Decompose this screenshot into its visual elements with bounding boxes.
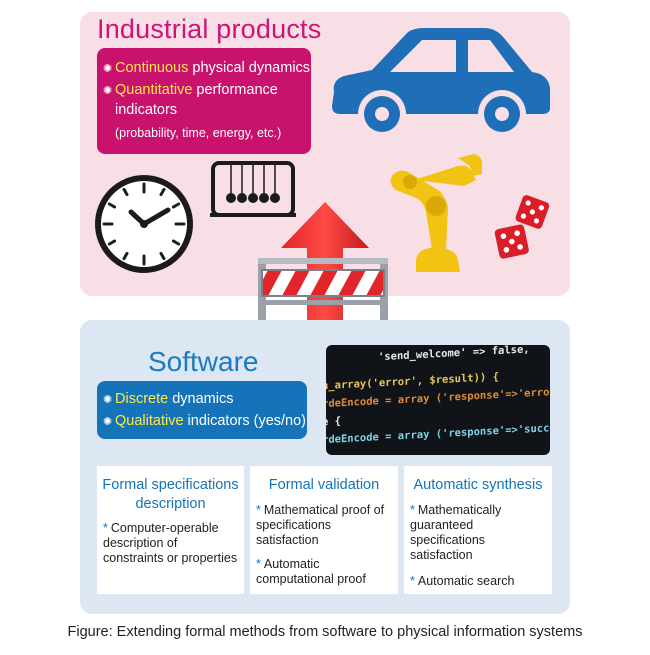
column-title: Formal specifications description [102,477,239,512]
bullet-highlight: Quantitative [115,82,193,98]
industrial-bullet-1: ✺Continuous physical dynamics [103,59,310,79]
newtons-cradle-icon [210,161,296,217]
code-line-1: 'send_welcome' => false, [378,345,530,363]
column-item: *Mathematically guaranteed specification… [410,503,548,563]
bullet-highlight: Qualitative [115,413,184,429]
asterisk-icon: * [256,503,261,517]
industrial-title: Industrial products [97,14,322,44]
code-lines: 'send_welcome' => false, n_array('error'… [326,345,550,446]
bullet-text: indicators (yes/no) [183,413,307,429]
robot-arm-icon [390,154,482,272]
column-formal-validation: Formal validation *Mathematical proof of… [250,466,398,594]
bullet-icon: ✺ [103,63,113,75]
bullet-icon: ✺ [103,394,113,406]
industrial-bullet-2-line2: indicators [115,102,178,118]
column-item-text: Automatic computational proof [256,557,366,586]
code-line-5: rdeEncode = array ('response'=>'success'… [326,420,550,446]
bullet-highlight: Continuous [115,60,189,76]
industrial-bullet-2: ✺Quantitative performance [103,81,278,101]
dice-icon [494,195,550,259]
software-bullet-2: ✺Qualitative indicators (yes/no) [103,411,306,433]
asterisk-icon: * [103,521,108,535]
asterisk-icon: * [256,557,261,571]
bullet-icon: ✺ [103,85,113,97]
bullet-text: physical dynamics [188,60,311,76]
software-properties-box: ✺Discrete dynamics ✺Qualitative indicato… [97,381,307,439]
asterisk-icon: * [410,574,415,588]
column-item: *Mathematical proof of specifications sa… [256,503,394,548]
column-item: *Automatic search [410,574,548,589]
column-item-text: Automatic search [417,574,515,588]
asterisk-icon: * [410,503,415,517]
column-title: Formal validation [268,477,380,493]
figure-caption: Figure: Extending formal methods from so… [67,624,583,640]
bullet-icon: ✺ [103,416,113,428]
column-item-text: Computer-operable description of constra… [103,521,238,565]
software-bullet-1: ✺Discrete dynamics [103,389,233,411]
bullet-highlight: Discrete [115,391,169,407]
column-item-text: Mathematically guaranteed specifications… [410,503,502,562]
code-screenshot: 'send_welcome' => false, n_array('error'… [326,345,550,455]
code-line-2: n_array('error', $result)) { [326,371,499,392]
column-item: *Computer-operable description of constr… [103,521,240,566]
bullet-text: performance [192,82,278,98]
bullet-text: dynamics [168,391,234,407]
column-item: *Automatic computational proof [256,557,394,587]
column-item-text: Mathematical proof of specifications sat… [256,503,385,547]
clock-icon [95,175,193,273]
column-automatic-synthesis: Automatic synthesis *Mathematically guar… [404,466,552,594]
column-formal-specifications: Formal specifications description *Compu… [97,466,244,594]
software-title: Software [148,346,259,377]
code-line-4: e { [326,415,341,428]
industrial-bullet-2-note: (probability, time, energy, etc.) [115,126,282,140]
column-title: Automatic synthesis [413,477,543,493]
car-icon [332,28,550,138]
industrial-properties-box: ✺Continuous physical dynamics ✺Quantitat… [97,48,311,154]
